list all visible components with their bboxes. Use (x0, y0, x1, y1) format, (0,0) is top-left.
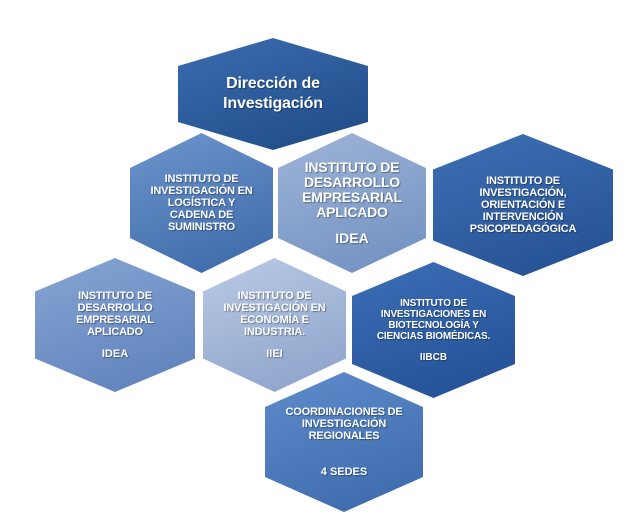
hex-instituto-psicopedagogica: INSTITUTO DE INVESTIGACIÓN, ORIENTACIÓN … (433, 134, 613, 276)
hex-instituto-biotecnologia: INSTITUTO DE INVESTIGACIONES EN BIOTECNO… (352, 262, 515, 398)
node-title: INSTITUTO DE INVESTIGACIÓN, ORIENTACIÓN … (469, 175, 577, 235)
node-abbr: IIBCB (419, 351, 448, 363)
hex-instituto-logistica: INSTITUTO DE INVESTIGACIÓN EN LOGÍSTICA … (130, 133, 273, 273)
hex-direccion-investigacion: Dirección de Investigación (178, 38, 368, 150)
hex-instituto-idea-left: INSTITUTO DE DESARROLLO EMPRESARIAL APLI… (35, 258, 195, 392)
hex-coordinaciones-regionales: COORDINACIONES DE INVESTIGACIÓN REGIONAL… (265, 372, 423, 512)
node-abbr: IIEI (266, 348, 283, 360)
hex-instituto-economia: INSTITUTO DE INVESTIGACIÓN EN ECONOMÍA E… (203, 258, 346, 392)
node-abbr: IDEA (335, 230, 369, 246)
node-title: COORDINACIONES DE INVESTIGACIÓN REGIONAL… (285, 406, 403, 442)
hex-instituto-idea-top: INSTITUTO DE DESARROLLO EMPRESARIAL APLI… (278, 133, 426, 273)
node-title: INSTITUTO DE INVESTIGACIÓN EN LOGÍSTICA … (150, 173, 253, 233)
node-title: INSTITUTO DE DESARROLLO EMPRESARIAL APLI… (302, 159, 402, 220)
node-title: INSTITUTO DE INVESTIGACIÓN EN ECONOMÍA E… (223, 290, 326, 338)
node-abbr: IDEA (101, 348, 129, 360)
node-title: Dirección de Investigación (223, 75, 323, 112)
node-title: INSTITUTO DE DESARROLLO EMPRESARIAL APLI… (76, 290, 154, 338)
node-abbr: 4 SEDES (320, 466, 368, 478)
node-title: INSTITUTO DE INVESTIGACIONES EN BIOTECNO… (376, 297, 491, 342)
